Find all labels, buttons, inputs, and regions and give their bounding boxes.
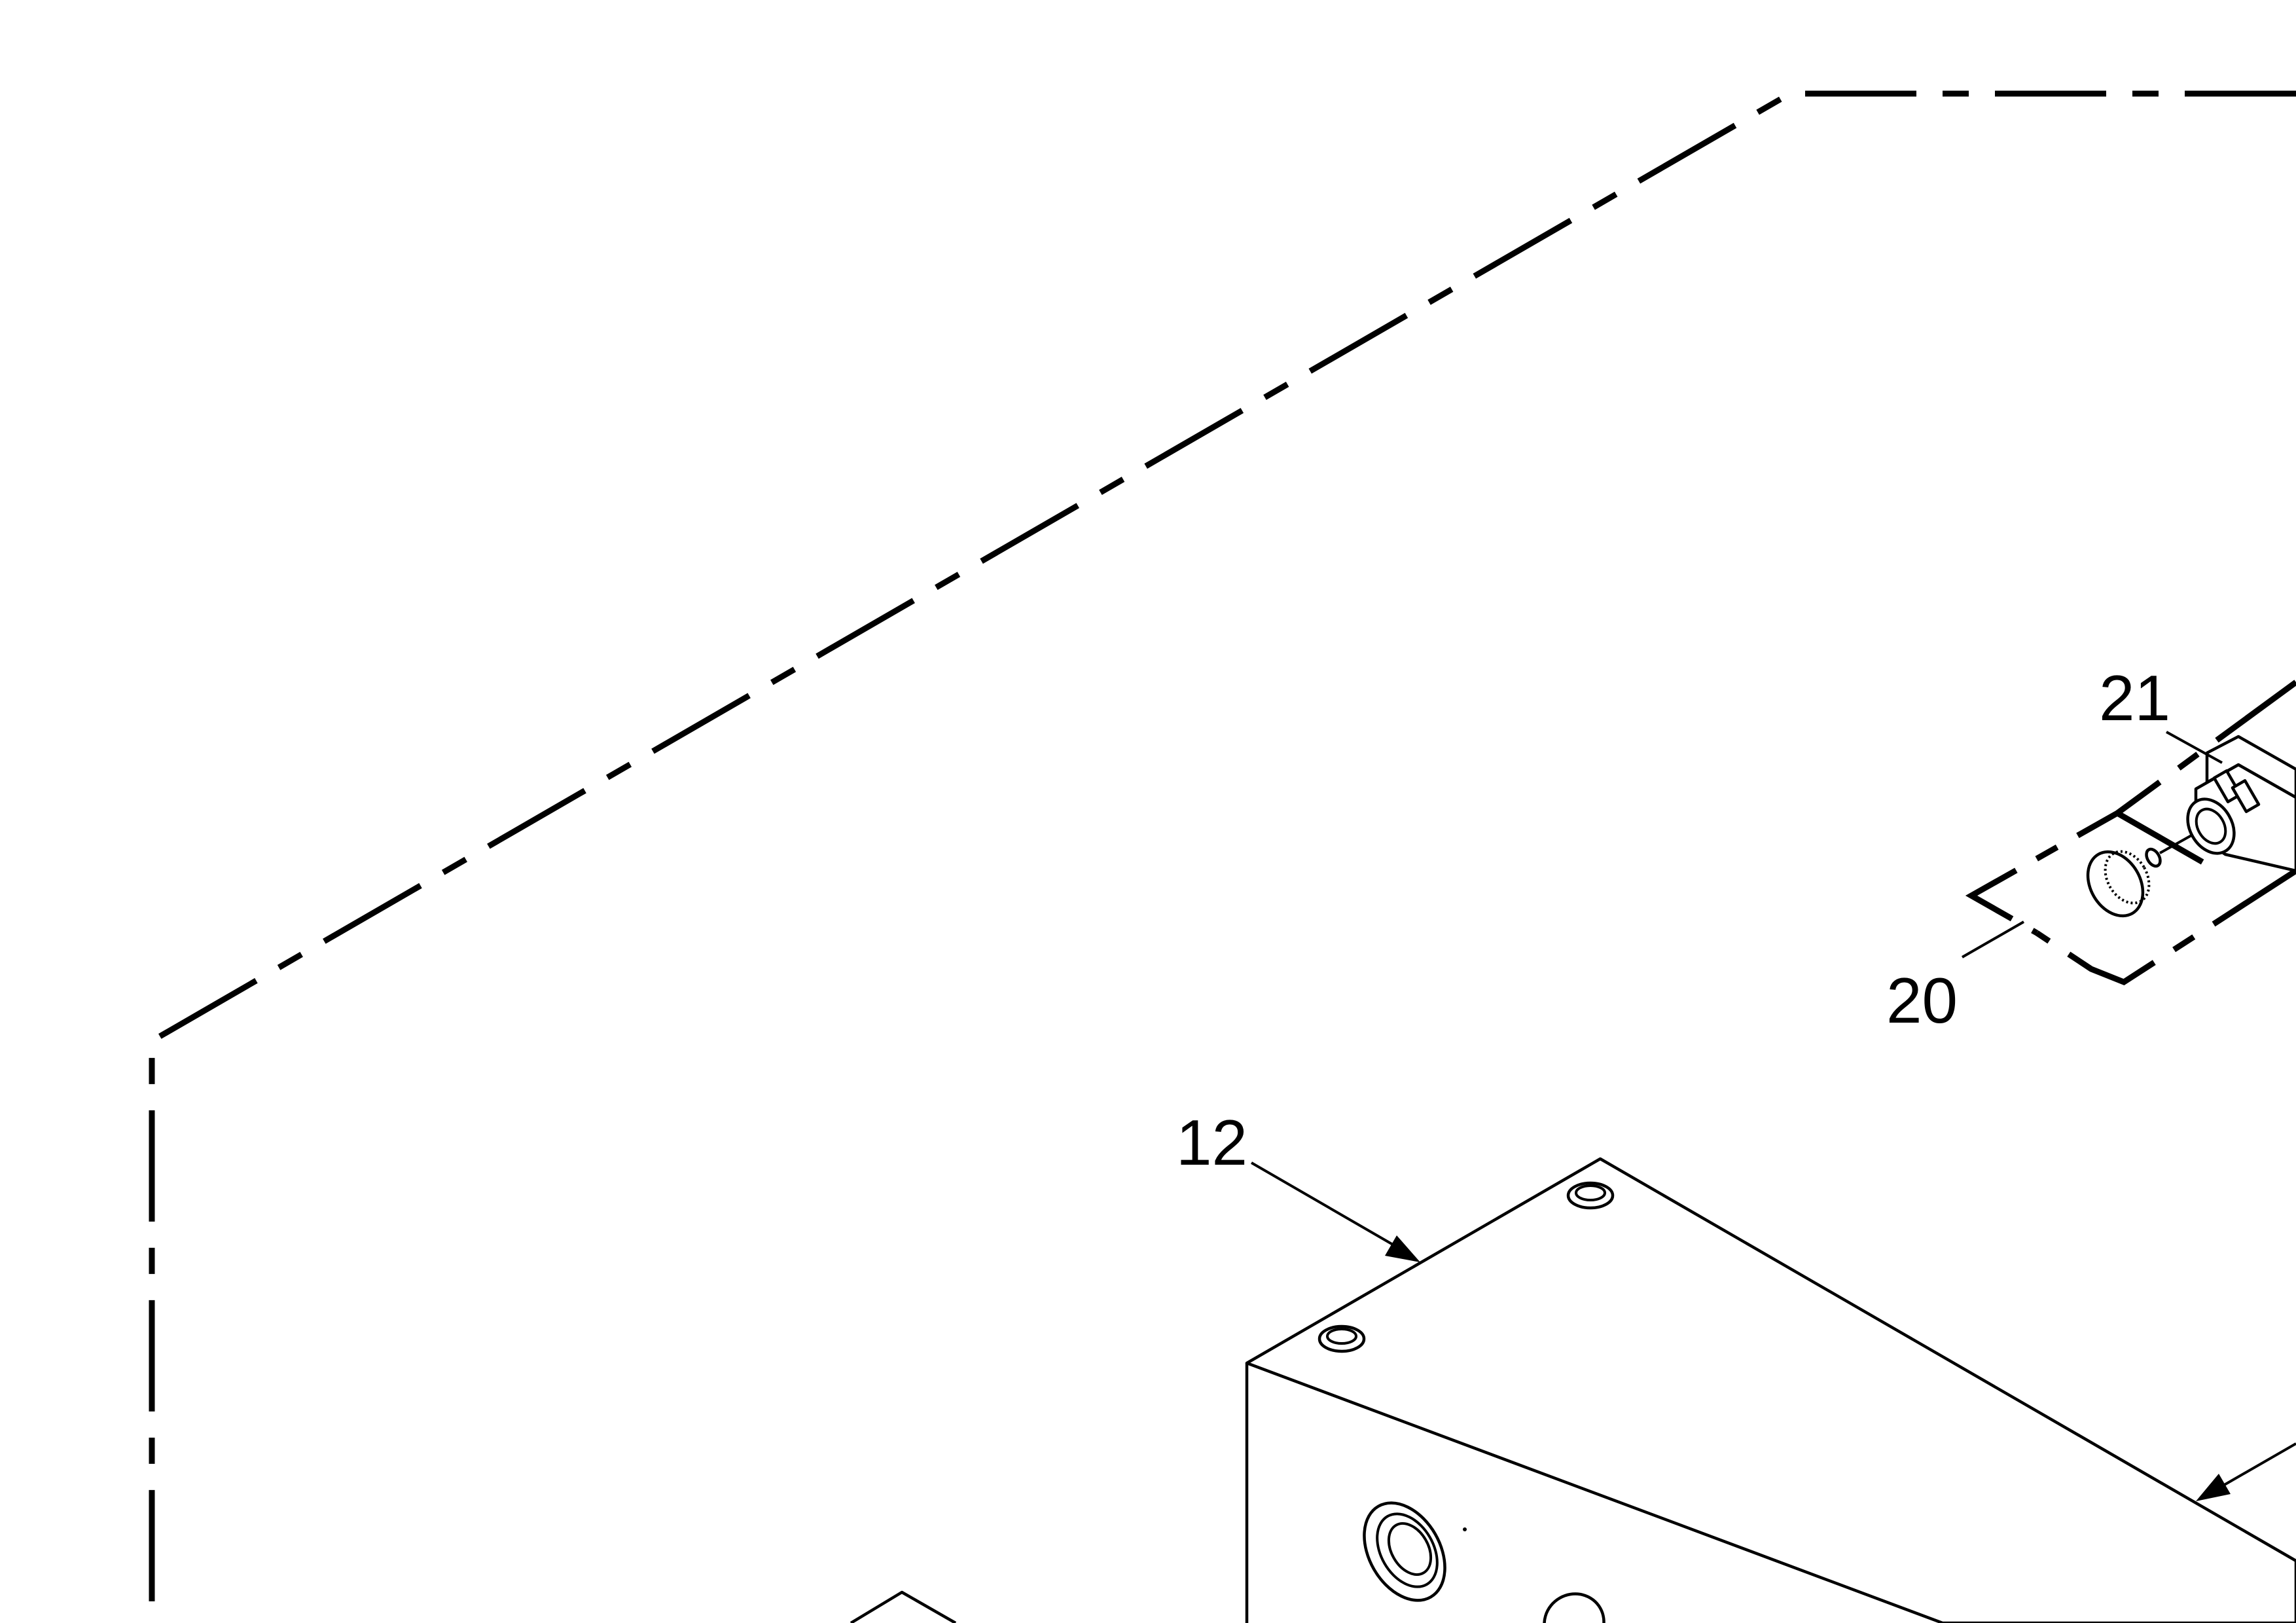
phantom-boundary: [149, 90, 2296, 1623]
subassembly-box-inner-edge: [2115, 811, 2217, 872]
arrowhead-12: [1385, 1235, 1420, 1262]
callout-12: 12: [1176, 1106, 1247, 1178]
port-hole-2: [1543, 1592, 1605, 1623]
solenoid-coil-part-21: [2186, 735, 2296, 873]
manifold-top-face: [1245, 1157, 2296, 1623]
phantom-boundary-top: [149, 90, 2296, 1623]
subassembly-box-upper-edge: [1965, 680, 2296, 936]
subassembly-box-lower-edge: [2035, 868, 2296, 986]
knurled-nut-part-20: [2086, 833, 2193, 918]
manifold-block-part-12: [1245, 1157, 2296, 1623]
leader-lines: [1250, 731, 2296, 1501]
subassembly-phantom-box: [1965, 680, 2296, 986]
port-hole-1: [1363, 1501, 1446, 1602]
leader-20: [1962, 921, 2024, 958]
leader-12: [1250, 1161, 1399, 1249]
callout-20: 20: [1886, 964, 1958, 1036]
callout-21: 21: [2099, 662, 2170, 734]
lower-part-outline: [850, 1590, 957, 1623]
callout-labels: 12 20 21: [1176, 662, 2170, 1178]
leader-right-edge: [2221, 1442, 2296, 1487]
arrowhead-right-edge: [2196, 1474, 2231, 1501]
leader-21: [2166, 731, 2223, 764]
